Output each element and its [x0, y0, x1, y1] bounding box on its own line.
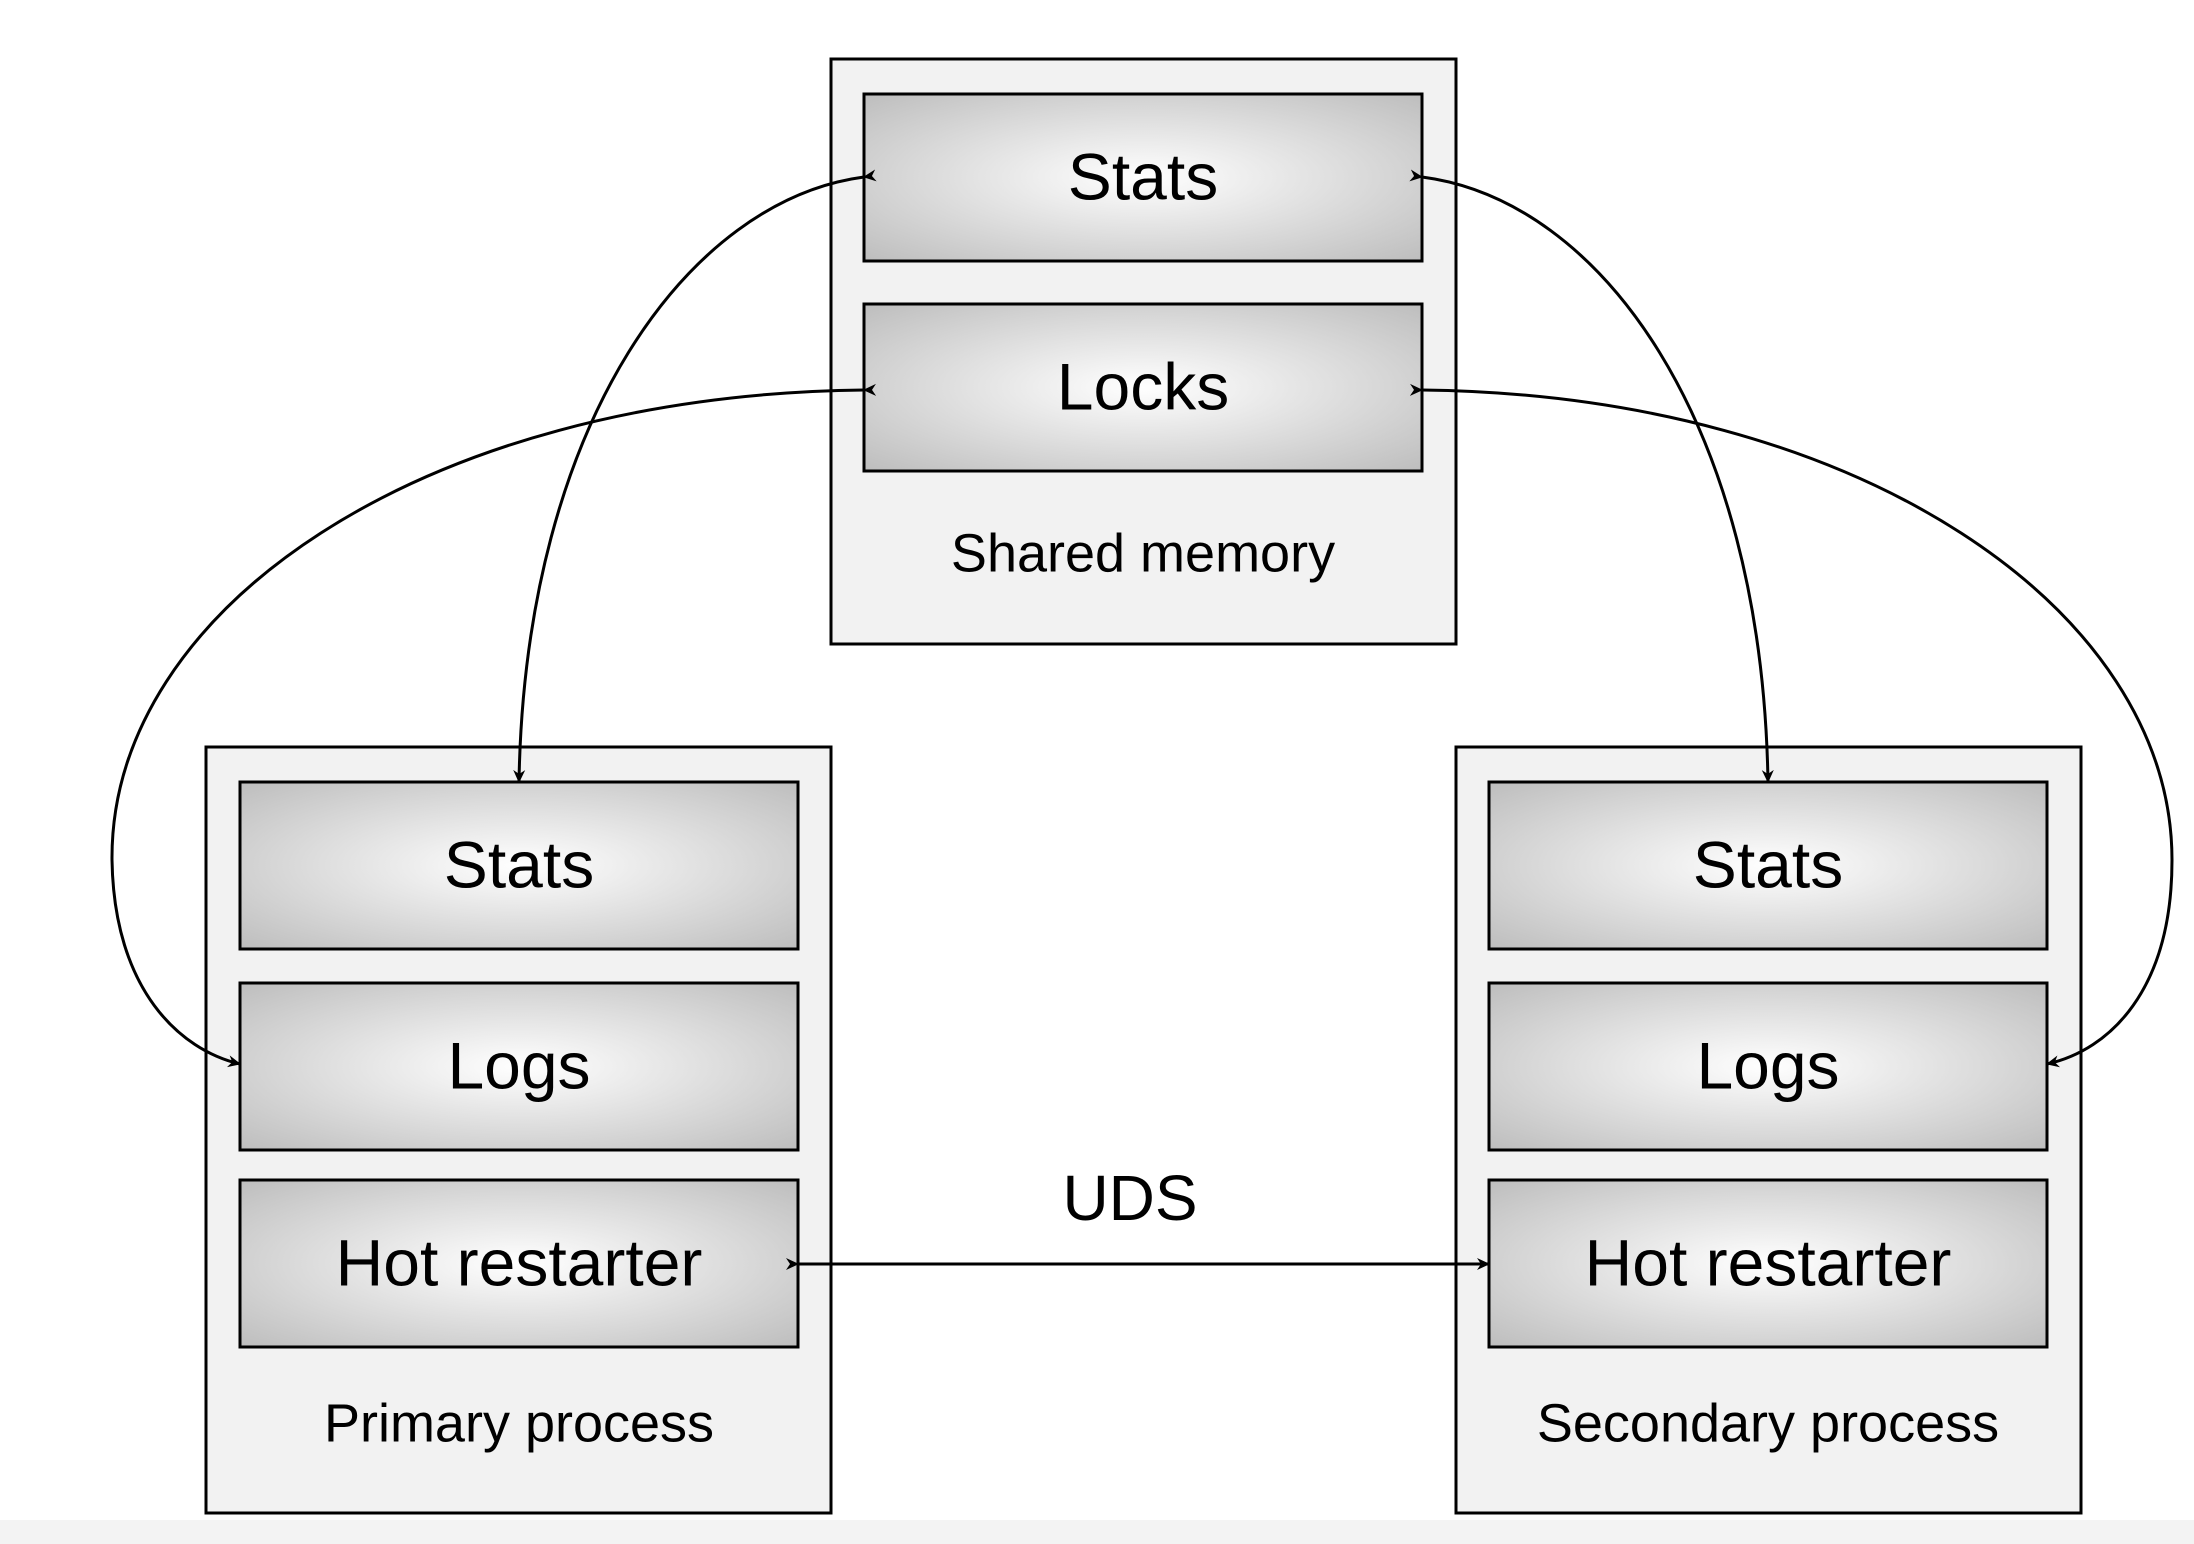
- shared-memory-stats-box: Stats: [862, 92, 1424, 263]
- secondary-hot-restarter-label: Hot restarter: [1585, 1225, 1952, 1299]
- shared-memory-title: Shared memory: [951, 523, 1335, 583]
- primary-logs-box: Logs: [238, 981, 800, 1152]
- arrow-shared-locks-to-primary-logs: [110, 383, 877, 1068]
- arrow-shared-stats-to-secondary-stats: [1409, 169, 1774, 783]
- primary-process-title: Primary process: [324, 1393, 714, 1453]
- connectors: [110, 169, 2174, 1270]
- shared-memory-locks-label: Locks: [1057, 349, 1229, 423]
- secondary-logs-label: Logs: [1696, 1028, 1839, 1102]
- shared-memory-locks-box: Locks: [862, 302, 1424, 473]
- primary-hot-restarter-label: Hot restarter: [336, 1225, 703, 1299]
- primary-process-container: Stats Logs Hot restarter Primary process: [204, 745, 833, 1515]
- secondary-logs-box: Logs: [1487, 981, 2049, 1152]
- bottom-strip: [0, 1520, 2194, 1544]
- secondary-process-container: Stats Logs Hot restarter Secondary proce…: [1454, 745, 2083, 1515]
- shared-memory-stats-label: Stats: [1068, 139, 1218, 213]
- primary-stats-label: Stats: [444, 827, 594, 901]
- primary-hot-restarter-box: Hot restarter: [238, 1178, 800, 1349]
- secondary-hot-restarter-box: Hot restarter: [1487, 1178, 2049, 1349]
- secondary-process-title: Secondary process: [1537, 1393, 1999, 1453]
- secondary-stats-box: Stats: [1487, 780, 2049, 951]
- uds-label: UDS: [1062, 1162, 1197, 1234]
- arrow-shared-locks-to-secondary-logs: [1409, 383, 2174, 1068]
- primary-stats-box: Stats: [238, 780, 800, 951]
- shared-memory-container: Stats Locks Shared memory: [829, 57, 1458, 646]
- primary-logs-label: Logs: [447, 1028, 590, 1102]
- arrow-shared-stats-to-primary-stats: [513, 169, 877, 783]
- secondary-stats-label: Stats: [1693, 827, 1843, 901]
